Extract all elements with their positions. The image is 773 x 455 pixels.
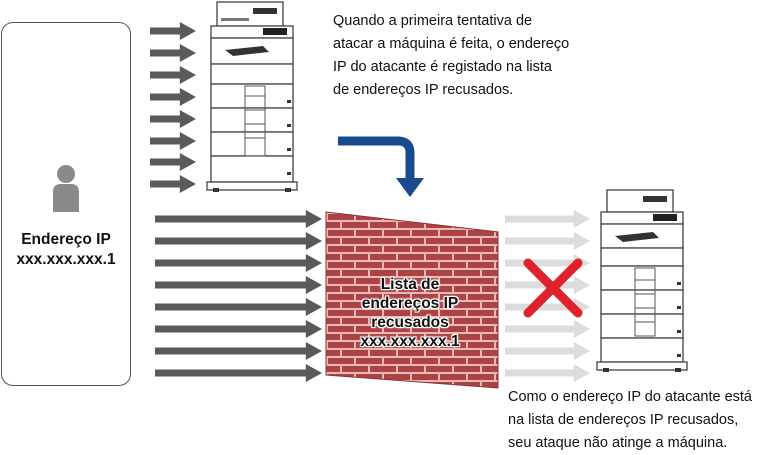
arrow	[155, 210, 322, 228]
note-line: Quando a primeira tentativa de	[333, 13, 533, 29]
attacker-ip-value: xxx.xxx.xxx.1	[16, 251, 116, 268]
arrow	[505, 320, 590, 338]
arrow	[150, 66, 196, 84]
attacker-label: Endereço IP xxx.xxx.xxx.1	[1, 230, 131, 270]
brick-wall	[325, 211, 499, 389]
note-blocked: Como o endereço IP do atacante está na l…	[508, 386, 752, 455]
wall-line: xxx.xxx.xxx.1	[360, 333, 460, 350]
note-line: seu ataque não atinge a máquina.	[508, 435, 728, 451]
attacker-box	[1, 22, 131, 386]
arrow	[505, 232, 590, 250]
arrow	[505, 364, 590, 382]
arrow	[155, 320, 322, 338]
arrow	[155, 276, 322, 294]
arrow	[150, 132, 196, 150]
denied-list-label: Lista de endereços IP recusados xxx.xxx.…	[345, 275, 475, 351]
block-x-icon	[523, 258, 583, 318]
attacker-ip-label: Endereço IP	[21, 231, 111, 248]
wall-line: Lista de	[380, 276, 440, 293]
wall-line: recusados	[371, 314, 449, 331]
arrow	[150, 88, 196, 106]
bottom-attack-arrows	[155, 210, 322, 382]
note-line: na lista de endereços IP recusados,	[508, 412, 739, 428]
top-attack-arrows	[150, 22, 196, 193]
printer-icon	[596, 189, 688, 372]
note-line: Como o endereço IP do atacante está	[508, 389, 752, 405]
arrow	[150, 175, 196, 193]
arrow	[505, 342, 590, 360]
note-line: de endereços IP recusados.	[333, 82, 514, 98]
registration-flow-arrow	[338, 136, 424, 197]
arrow	[150, 153, 196, 171]
person-icon	[53, 165, 79, 212]
arrow	[150, 44, 196, 62]
note-line: IP do atacante é registado na lista	[333, 59, 552, 75]
arrow	[155, 298, 322, 316]
arrow	[155, 232, 322, 250]
note-line: atacar a máquina é feita, o endereço	[333, 36, 570, 52]
arrow	[505, 254, 590, 272]
arrow	[150, 22, 196, 40]
arrow	[155, 364, 322, 382]
arrow	[150, 110, 196, 128]
arrow	[505, 298, 590, 316]
wall-line: endereços IP	[361, 295, 459, 312]
arrow	[155, 342, 322, 360]
note-first-attack: Quando a primeira tentativa de atacar a …	[333, 10, 569, 102]
arrow	[505, 210, 590, 228]
arrow	[155, 254, 322, 272]
printer-icon	[206, 1, 298, 192]
